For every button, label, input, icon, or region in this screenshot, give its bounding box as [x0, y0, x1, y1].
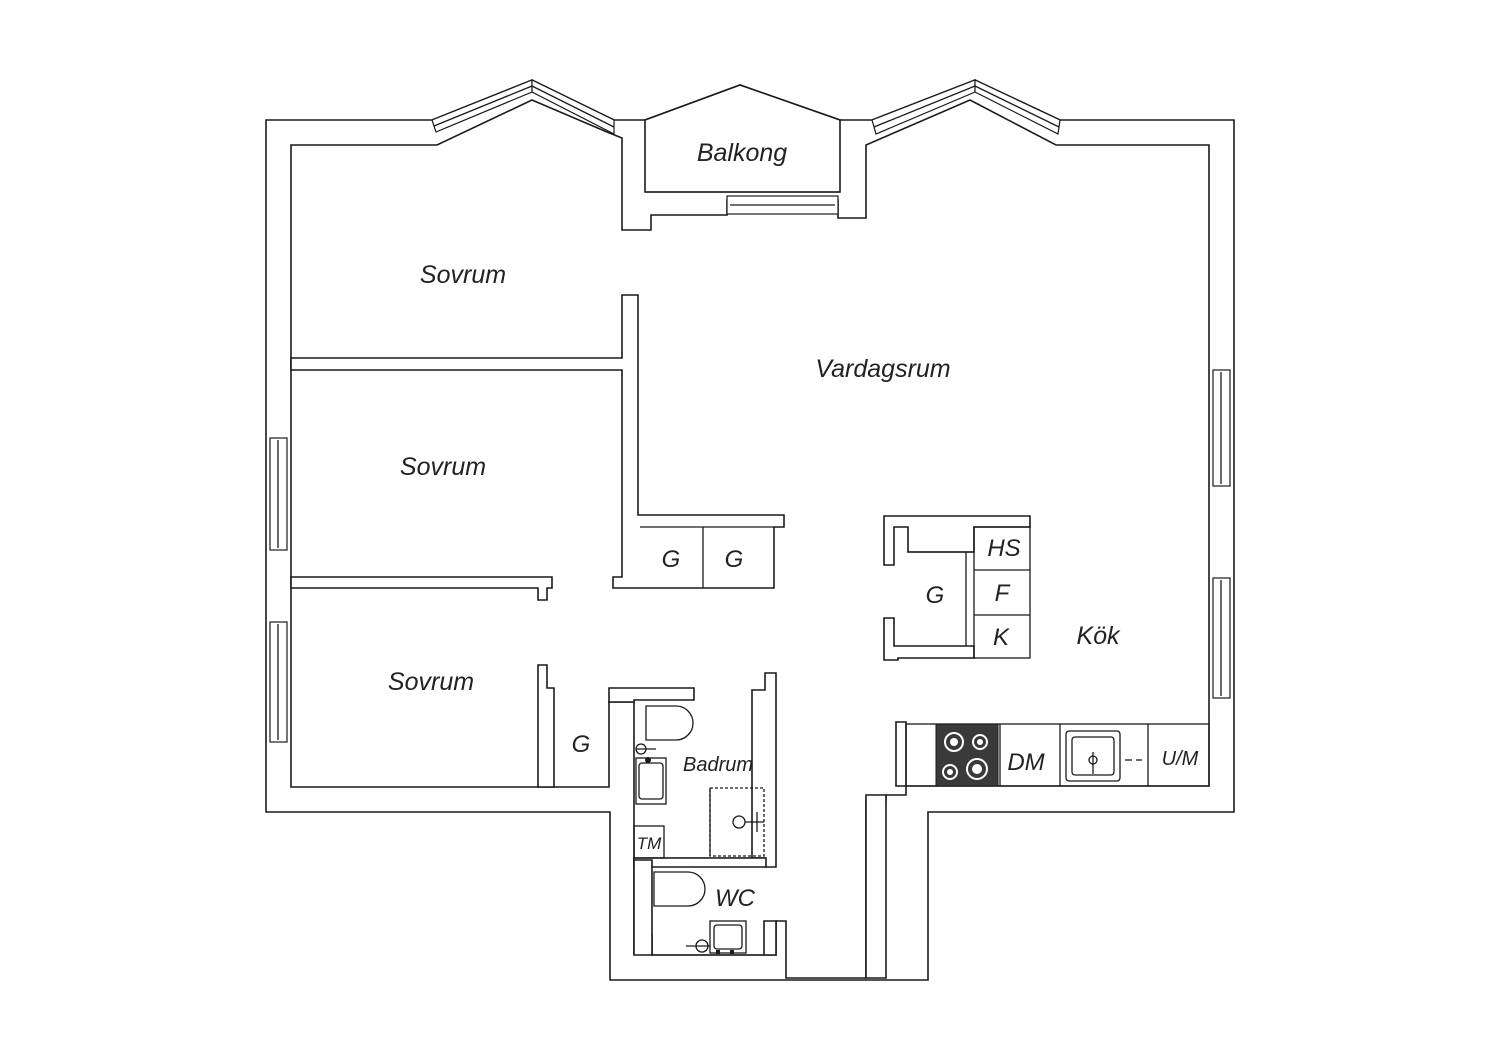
room-labels: Balkong Sovrum Sovrum Sovrum Vardagsrum …	[388, 139, 1121, 912]
label-wardrobe-bath: G	[572, 731, 591, 758]
stove	[935, 723, 999, 787]
balcony	[644, 84, 841, 193]
windows	[269, 79, 1231, 743]
label-balcony: Balkong	[697, 139, 787, 167]
shower-icon	[709, 787, 765, 857]
label-living-room: Vardagsrum	[815, 355, 950, 383]
washer-box	[633, 825, 665, 859]
label-dishwasher: DM	[1007, 749, 1044, 776]
toilet-icon	[645, 705, 694, 741]
kitchen-sink-icon	[1065, 730, 1142, 782]
label-bedroom-top: Sovrum	[420, 261, 506, 289]
label-wardrobe-b: G	[725, 546, 744, 573]
fixture-labels: G G G G HS F K DM U/M TM	[572, 535, 1199, 853]
label-bedroom-bottom: Sovrum	[388, 668, 474, 696]
label-wc: WC	[715, 885, 756, 912]
label-bedroom-middle: Sovrum	[400, 453, 486, 481]
label-wardrobe-kitchen: G	[926, 582, 945, 609]
wc-toilet-icon	[653, 871, 706, 907]
label-fridge: F	[995, 580, 1011, 607]
label-freezer: K	[993, 624, 1010, 651]
label-washer: TM	[637, 834, 662, 853]
label-wardrobe-a: G	[662, 546, 681, 573]
label-microwave: U/M	[1162, 748, 1199, 770]
wc-sink-icon	[686, 920, 747, 954]
label-bathroom: Badrum	[683, 754, 753, 776]
interior-walls	[290, 294, 1210, 979]
label-hs: HS	[987, 535, 1020, 562]
bath-sink-icon	[635, 743, 667, 805]
label-kitchen: Kök	[1076, 622, 1121, 650]
